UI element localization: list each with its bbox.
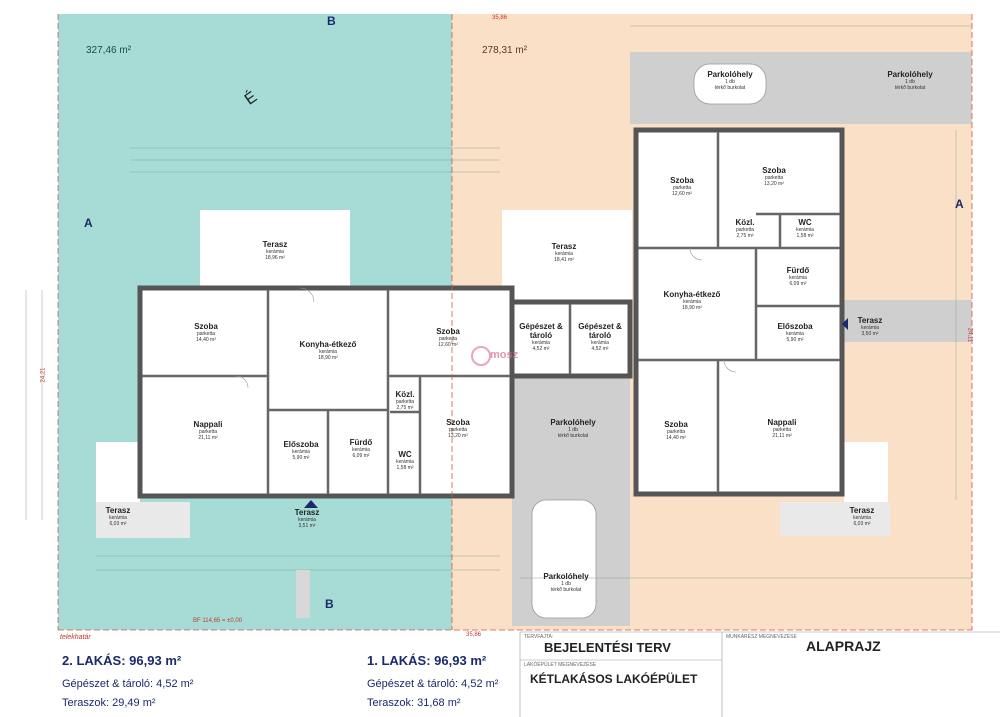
room-r-szoba-3: Szoba parketta 14,40 m² xyxy=(664,420,688,441)
width-dim-top: 35,86 xyxy=(492,15,508,21)
bottom-parking-slot xyxy=(531,499,597,619)
logo-text: mosz xyxy=(490,349,519,361)
room-terasz-left: Terasz kerámia 6,03 m² xyxy=(105,506,131,527)
room-r-terasz-top: Terasz kerámia 18,41 m² xyxy=(551,242,577,263)
room-parkolo-mid: Parkolóhely 1 db térkő burkolat xyxy=(550,418,596,439)
room-konyha: Konyha-étkező kerámia 18,90 m² xyxy=(299,340,357,361)
width-dim-bottom: 35,86 xyxy=(466,632,482,638)
bottom-left-paving xyxy=(96,502,190,538)
lakas1-title: 1. LAKÁS: 96,93 m² xyxy=(367,653,487,668)
lakas1-gepeszet: Gépészet & tároló: 4,52 m² xyxy=(367,678,499,690)
right-entry-arrow xyxy=(842,318,848,330)
room-nappali: Nappali parketta 21,11 m² xyxy=(193,420,223,441)
room-terasz-top: Terasz kerámia 18,96 m² xyxy=(262,240,288,261)
room-r-konyha: Konyha-étkező kerámia 18,90 m² xyxy=(663,290,721,311)
side-dim-right: 24,11 xyxy=(966,327,973,343)
room-terasz-entry: Terasz kerámia 3,51 m² xyxy=(294,508,320,529)
telekhatar-label: telekhatár xyxy=(60,634,91,641)
tervfajta-label: TERVFAJTA: xyxy=(524,634,554,640)
section-label-a-left: A xyxy=(84,216,93,230)
room-furdo: Fürdő kerámia 6,09 m² xyxy=(349,438,373,459)
lakas2-title: 2. LAKÁS: 96,93 m² xyxy=(62,653,182,668)
room-gepeszet-2: Gépészet & tároló kerámia 4,52 m² xyxy=(578,322,622,352)
lakas1-teraszok: Teraszok: 31,68 m² xyxy=(367,697,461,709)
room-parkolo-top-2: Parkolóhely 1 db térkő burkolat xyxy=(887,70,933,91)
storage-walls xyxy=(509,299,633,379)
section-label-b-bottom: B xyxy=(325,597,334,611)
room-wc: WC kerámia 1,58 m² xyxy=(396,450,414,471)
room-parkolo-top-1: Parkolóhely 1 db térkő burkolat xyxy=(707,70,753,91)
right-paving-strip xyxy=(840,300,972,342)
room-szoba-2: Szoba parketta 12,60 m² xyxy=(436,327,460,348)
room-r-furdo: Fürdő kerámia 6,09 m² xyxy=(786,266,810,287)
logo-mark xyxy=(471,346,491,366)
room-r-nappali: Nappali parketta 21,11 m² xyxy=(767,418,797,439)
munkaresz-value: ALAPRAJZ xyxy=(806,638,881,654)
room-eloszoba: Előszoba kerámia 5,90 m² xyxy=(283,440,319,461)
room-r-terasz-entry: Terasz kerámia 3,50 m² xyxy=(857,316,883,337)
room-r-szoba-1: Szoba parketta 12,60 m² xyxy=(670,176,694,197)
room-r-terasz-right: Terasz kerámia 6,03 m² xyxy=(849,506,875,527)
bottom-right-paving xyxy=(780,502,890,536)
lakoepulet-label: LAKÓÉPÜLET MEGNEVEZÉSE xyxy=(524,662,597,668)
lakas2-gepeszet: Gépészet & tároló: 4,52 m² xyxy=(62,678,194,690)
lakas2-teraszok: Teraszok: 29,49 m² xyxy=(62,697,156,709)
bf-label: BF 114,65 = ±0,00 xyxy=(193,618,243,624)
lakoepulet-value: KÉTLAKÁSOS LAKÓÉPÜLET xyxy=(530,672,698,686)
room-parkolo-bottom: Parkolóhely 1 db térkő burkolat xyxy=(543,572,589,593)
right-terrace-top xyxy=(502,210,632,302)
room-r-wc: WC kerámia 1,58 m² xyxy=(796,218,814,239)
bottom-path xyxy=(296,570,310,618)
tervfajta-value: BEJELENTÉSI TERV xyxy=(544,640,671,655)
room-gepeszet-1: Gépészet & tároló kerámia 4,52 m² xyxy=(519,322,563,352)
munkaresz-label: MUNKARÉSZ MEGNEVEZÉSE xyxy=(726,634,797,640)
plot-area-right: 278,31 m² xyxy=(482,45,528,56)
top-parking-paving xyxy=(630,52,972,124)
room-szoba-3: Szoba parketta 13,20 m² xyxy=(446,418,470,439)
side-dim-left: 24,21 xyxy=(40,367,47,383)
plot-area-left: 327,46 m² xyxy=(86,45,132,56)
left-house-walls xyxy=(137,285,515,499)
room-r-kozl: Közl. parketta 2,75 m² xyxy=(735,218,755,239)
section-label-a-right: A xyxy=(955,197,964,211)
section-label-b-top: B xyxy=(327,14,336,28)
room-szoba-1: Szoba parketta 14,40 m² xyxy=(194,322,218,343)
left-terrace-top xyxy=(200,210,350,286)
left-entry-arrow xyxy=(304,500,318,508)
right-house-walls xyxy=(633,127,845,497)
room-kozl: Közl. parketta 2,75 m² xyxy=(395,390,415,411)
room-r-szoba-2: Szoba parketta 13,20 m² xyxy=(762,166,786,187)
room-r-eloszoba: Előszoba kerámia 5,90 m² xyxy=(777,322,813,343)
top-car-1 xyxy=(693,63,767,105)
